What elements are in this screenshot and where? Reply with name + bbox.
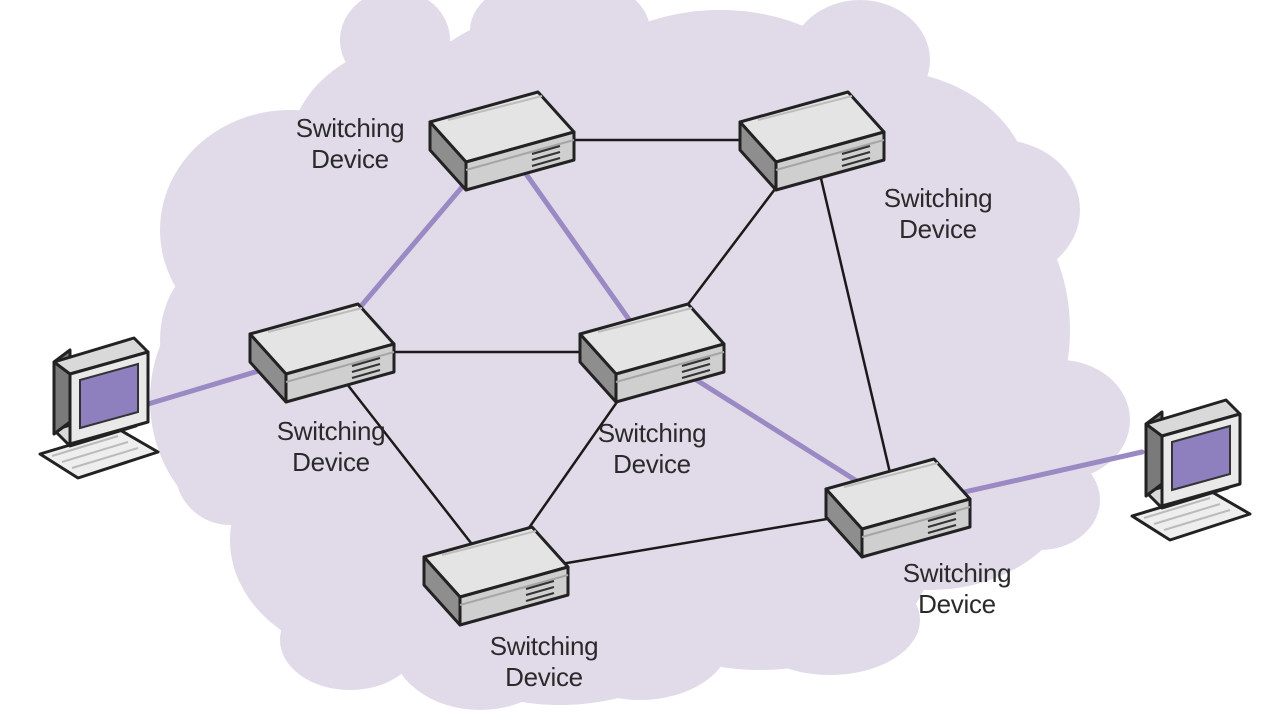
device-label-line1: Switching xyxy=(902,558,1012,588)
link-device-top-left-to-device-center xyxy=(499,137,655,355)
computer-icon xyxy=(38,336,160,480)
link-device-top-right-to-device-bottom-right xyxy=(810,138,900,509)
device-label-line2: Device xyxy=(918,589,996,619)
device-label-middle-left: Switching Device xyxy=(241,416,421,478)
device-label-top-right: Switching Device xyxy=(848,183,1028,245)
device-label-bottom: Switching Device xyxy=(454,631,634,693)
device-label-line1: Switching xyxy=(489,631,599,661)
link-device-middle-left-to-device-bottom xyxy=(320,350,498,577)
device-label-line1: Switching xyxy=(597,418,707,448)
device-label-line1: Switching xyxy=(295,113,405,143)
device-label-line2: Device xyxy=(505,662,583,692)
device-label-line1: Switching xyxy=(883,183,993,213)
device-label-line2: Device xyxy=(311,144,389,174)
device-label-line2: Device xyxy=(613,449,691,479)
device-label-line1: Switching xyxy=(276,416,386,446)
device-label-top-left: Switching Device xyxy=(260,113,440,175)
computer-icon xyxy=(1130,398,1252,542)
device-label-center: Switching Device xyxy=(562,418,742,480)
network-nodes xyxy=(38,90,1252,627)
device-label-line2: Device xyxy=(899,214,977,244)
device-label-line2: Device xyxy=(292,447,370,477)
device-label-bottom-right: Switching Device xyxy=(867,558,1047,620)
